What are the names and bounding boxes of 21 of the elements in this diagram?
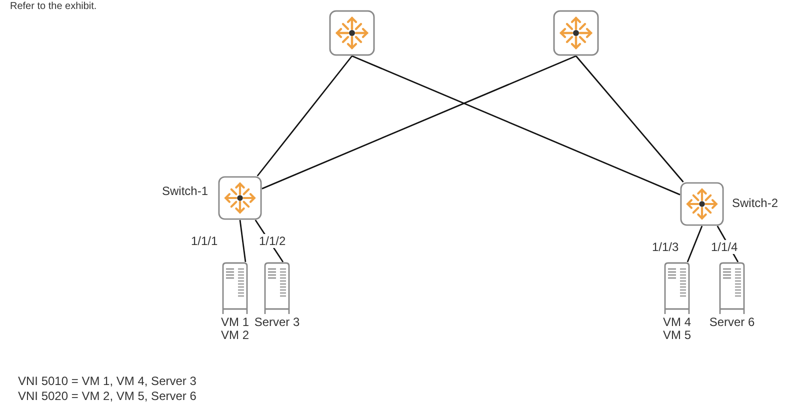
port-label: 1/1/2 (258, 234, 287, 248)
note-text: VNI 5010 = VM 1, VM 4, Server 3 (18, 374, 196, 388)
device-label: VM 5 (662, 329, 691, 342)
port-label: 1/1/4 (710, 240, 739, 254)
network-link (256, 56, 353, 176)
instruction-text: Refer to the exhibit. (10, 0, 97, 14)
port-label: 1/1/1 (190, 234, 219, 248)
device-label: VM 2 (220, 329, 249, 342)
device-label: Switch-1 (162, 184, 210, 198)
network-link (352, 55, 680, 196)
network-link (686, 226, 703, 262)
device-label: Switch-2 (732, 196, 778, 210)
device-label: VM 4 (662, 316, 691, 329)
network-link (262, 55, 576, 190)
network-link (239, 220, 246, 262)
device-label: Server 3 (254, 316, 300, 329)
device-label: VM 1 (220, 316, 249, 329)
device-label: Server 6 (709, 316, 755, 329)
note-text: VNI 5020 = VM 2, VM 5, Server 6 (18, 389, 196, 403)
network-link (575, 56, 684, 182)
port-label: 1/1/3 (651, 240, 680, 254)
